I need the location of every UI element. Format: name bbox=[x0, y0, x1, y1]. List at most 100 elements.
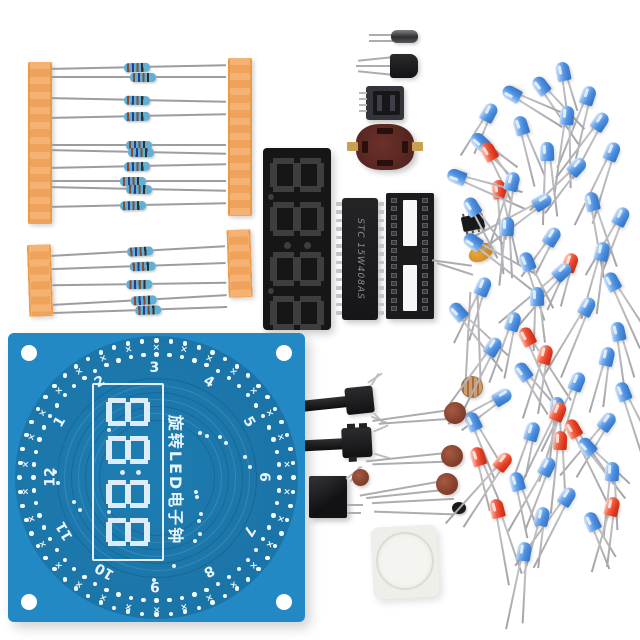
socket-pin-hole bbox=[391, 247, 397, 253]
buzzer-pin bbox=[347, 512, 361, 514]
socket-pin-hole bbox=[422, 256, 428, 262]
battery-tab bbox=[412, 142, 423, 151]
ic-pin bbox=[378, 302, 384, 307]
socket-pin-hole bbox=[422, 206, 428, 212]
resistor-tape-left bbox=[28, 62, 52, 224]
socket-pin-hole bbox=[391, 289, 397, 295]
socket-pin-hole bbox=[391, 206, 397, 212]
socket-pin-hole bbox=[422, 239, 428, 245]
transistor-lead bbox=[356, 65, 392, 67]
ic-pin bbox=[378, 269, 384, 273]
usb-pin bbox=[359, 98, 367, 100]
crystal-lead bbox=[369, 40, 393, 42]
ic-pin bbox=[336, 252, 342, 256]
ic-pin bbox=[336, 260, 342, 265]
usb-slot bbox=[390, 95, 395, 111]
resistor bbox=[28, 140, 252, 150]
socket-pin-hole bbox=[422, 198, 428, 203]
ic-pin bbox=[336, 269, 342, 273]
socket-pin-hole bbox=[422, 297, 428, 303]
socket-pin-hole bbox=[391, 297, 397, 303]
resistor bbox=[28, 176, 252, 186]
socket-pin-hole bbox=[391, 264, 397, 270]
ic-pin bbox=[378, 277, 384, 282]
socket-pin-hole bbox=[391, 231, 397, 237]
ic-pin bbox=[378, 235, 384, 240]
crystal-lead bbox=[369, 34, 393, 36]
battery-slot bbox=[377, 160, 393, 166]
resistor-lead bbox=[52, 76, 130, 78]
socket-pin-hole bbox=[422, 222, 428, 228]
socket-pin-hole bbox=[422, 281, 428, 286]
socket-pin-hole bbox=[422, 247, 428, 253]
resistor-body bbox=[120, 176, 146, 186]
resistor-body bbox=[126, 140, 152, 150]
socket-pin-hole bbox=[391, 281, 397, 286]
ic-pin bbox=[378, 260, 384, 265]
socket-pin-hole bbox=[422, 289, 428, 295]
ic-socket-slot bbox=[403, 200, 417, 246]
crystal-oscillator bbox=[391, 30, 418, 43]
socket-pin-hole bbox=[391, 214, 397, 220]
transistor-to92 bbox=[390, 54, 418, 78]
socket-pin-hole bbox=[391, 198, 397, 203]
disc-capacitor bbox=[366, 444, 464, 468]
resistor bbox=[28, 72, 252, 82]
ic-socket bbox=[386, 193, 434, 319]
resistor-lead bbox=[146, 180, 226, 182]
ic-pin bbox=[378, 218, 384, 223]
disc-capacitor-body bbox=[434, 471, 460, 497]
ic-pin bbox=[378, 210, 384, 214]
buzzer-pin bbox=[347, 504, 363, 506]
ic-pin bbox=[336, 235, 342, 240]
battery-holder bbox=[347, 124, 423, 170]
socket-pin-hole bbox=[422, 305, 428, 311]
disc-capacitor-body bbox=[440, 444, 464, 468]
resistor-body bbox=[130, 72, 156, 82]
mcu-chip: STC 15W408AS bbox=[336, 198, 384, 320]
battery-slot bbox=[402, 141, 408, 153]
socket-pin-hole bbox=[391, 222, 397, 228]
resistor-lead bbox=[156, 76, 226, 78]
ic-pin bbox=[378, 244, 384, 248]
resistor-lead bbox=[152, 144, 226, 146]
resistor-bundle-1 bbox=[28, 58, 252, 224]
resistor-tape-right bbox=[228, 58, 252, 216]
ic-socket-slot bbox=[403, 265, 417, 311]
ic-pin bbox=[336, 218, 342, 223]
ic-pin bbox=[378, 311, 384, 315]
ic-pin bbox=[336, 286, 342, 290]
mounting-hole bbox=[276, 594, 292, 610]
ic-pin bbox=[336, 227, 342, 231]
disc-capacitor bbox=[359, 471, 460, 499]
battery-tab bbox=[347, 142, 358, 151]
usb-slot bbox=[377, 95, 382, 111]
mounting-hole bbox=[21, 594, 37, 610]
usb-pin bbox=[359, 104, 367, 106]
ic-pin bbox=[336, 302, 342, 307]
usb-pin bbox=[359, 110, 367, 112]
ic-pin bbox=[378, 286, 384, 290]
pcb-display-frame bbox=[92, 383, 164, 561]
ic-pin bbox=[336, 244, 342, 248]
ic-pin bbox=[336, 277, 342, 282]
disc-capacitor bbox=[352, 469, 369, 486]
socket-pin-hole bbox=[422, 231, 428, 237]
buzzer bbox=[309, 476, 347, 518]
socket-pin-hole bbox=[422, 272, 428, 278]
ic-pin bbox=[336, 202, 342, 206]
resistor-lead bbox=[52, 144, 126, 146]
mounting-hole bbox=[276, 345, 292, 361]
resistor-lead bbox=[52, 180, 120, 182]
seven-segment-display-module bbox=[263, 148, 331, 330]
socket-pin-hole bbox=[391, 272, 397, 278]
ic-pin bbox=[378, 202, 384, 206]
ic-pin bbox=[378, 252, 384, 256]
socket-pin-hole bbox=[391, 305, 397, 311]
ic-pin bbox=[378, 294, 384, 298]
mini-usb-connector bbox=[359, 86, 404, 120]
usb-opening bbox=[373, 91, 400, 115]
disc-capacitor bbox=[372, 400, 468, 426]
